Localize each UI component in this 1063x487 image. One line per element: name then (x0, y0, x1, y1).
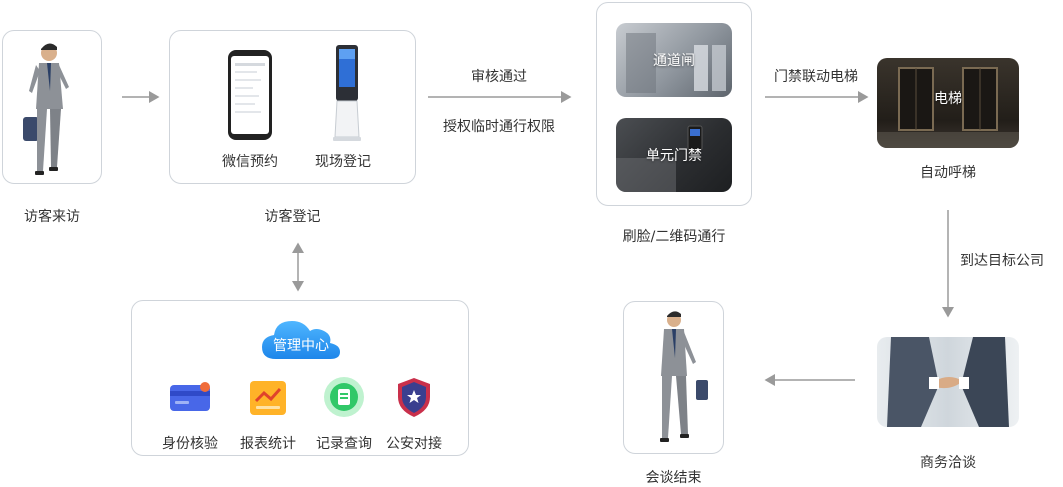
wechat-label: 微信预约 (222, 154, 278, 170)
arrive-label: 到达目标公司 (960, 253, 1044, 269)
mgmt-label-id-verify: 身份核验 (162, 436, 218, 452)
negotiate-photo (877, 337, 1019, 427)
onsite-label: 现场登记 (315, 154, 371, 170)
turnstile-icon (626, 33, 726, 93)
mgmt-item-id-verify: 身份核验 (158, 373, 222, 453)
handshake-icon (887, 337, 1009, 427)
mgmt-item-records: 记录查询 (312, 373, 376, 453)
businessman-end-figure (660, 311, 708, 442)
approve-label: 审核通过 (471, 69, 527, 85)
unit-door-label: 单元门禁 (646, 148, 702, 164)
auto-call-label: 自动呼梯 (920, 165, 976, 181)
phone-image (228, 50, 272, 140)
elevator-link-label: 门禁联动电梯 (774, 69, 858, 85)
unit-door-photo: 单元门禁 (616, 118, 732, 192)
mgmt-item-report: 报表统计 (236, 373, 300, 453)
report-chart-icon (250, 381, 286, 415)
registration-label: 访客登记 (264, 209, 321, 225)
record-clipboard-icon (324, 377, 364, 417)
kiosk-image (333, 45, 361, 141)
visitor-card (2, 30, 102, 184)
registration-card: 微信预约 现场登记 (169, 30, 416, 184)
door-reader-icon (616, 125, 703, 192)
gate-photo: 通道闸 (616, 23, 732, 97)
cloud-icon (262, 321, 340, 359)
access-card: 通道闸 单元门禁 (596, 2, 752, 206)
mgmt-label-report: 报表统计 (240, 436, 296, 452)
police-badge-icon (398, 378, 430, 417)
pass-label: 刷脸/二维码通行 (622, 229, 726, 245)
gate-label: 通道闸 (653, 53, 695, 69)
negotiate-label: 商务洽谈 (920, 455, 976, 471)
elevator-doors-icon (877, 67, 1019, 148)
mgmt-item-police: 公安对接 (382, 373, 446, 453)
businessman-figure (23, 43, 69, 175)
elevator-label: 电梯 (934, 91, 962, 107)
elevator-photo: 电梯 (877, 58, 1019, 148)
management-title: 管理中心 (273, 338, 329, 354)
visitor-label: 访客来访 (24, 209, 80, 225)
mgmt-label-police: 公安对接 (386, 436, 442, 452)
end-card (623, 301, 724, 454)
authorize-label: 授权临时通行权限 (443, 119, 555, 135)
end-label: 会谈结束 (645, 470, 702, 486)
id-card-icon (170, 382, 210, 411)
mgmt-label-records: 记录查询 (316, 436, 372, 452)
management-card: 管理中心 身份核验 报表统计 记录查询 (131, 300, 469, 456)
